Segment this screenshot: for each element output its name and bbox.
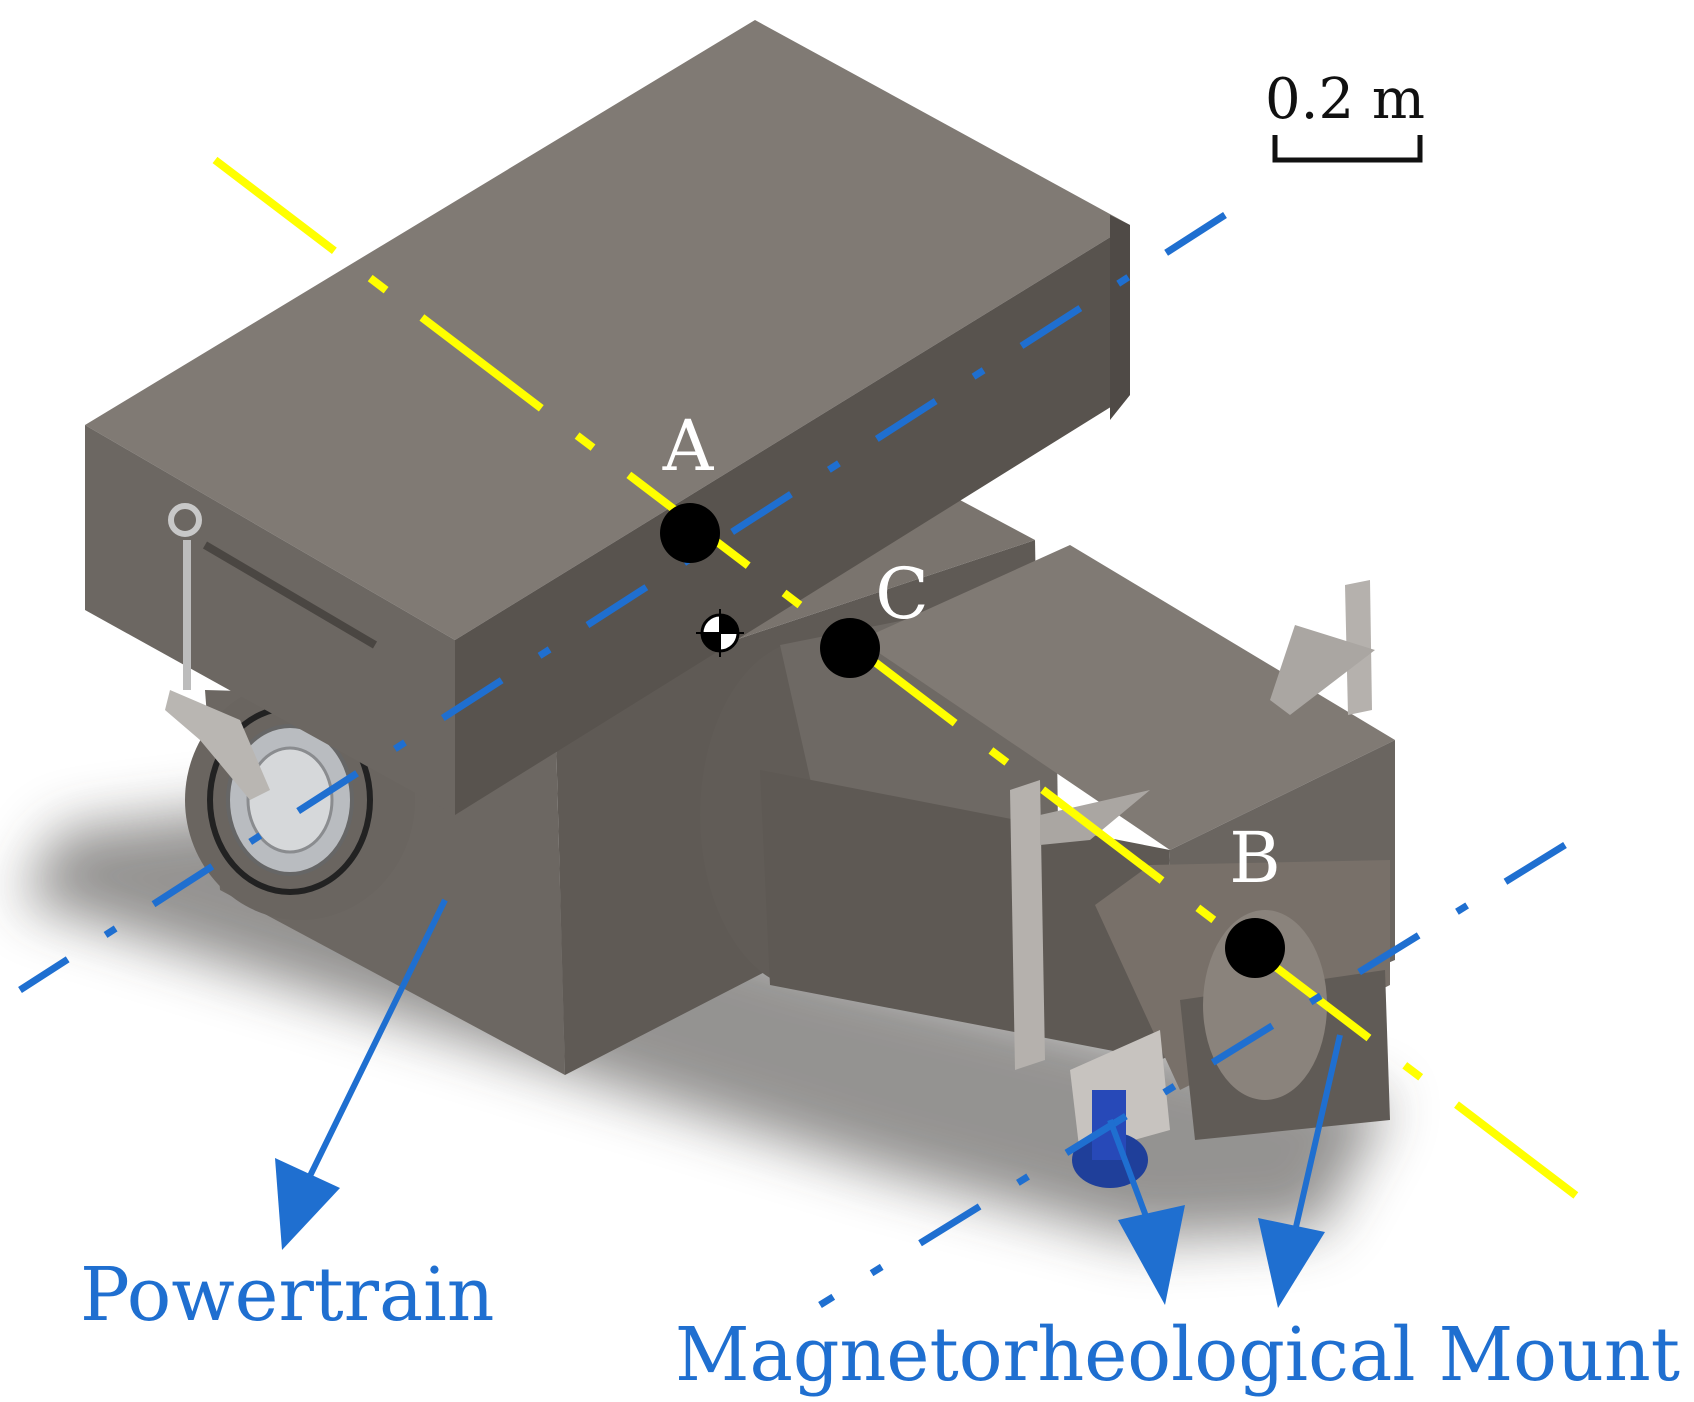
- top-box-side: [455, 225, 1130, 815]
- front-groove: [202, 541, 378, 649]
- mount-arrow-right: [1258, 1034, 1343, 1308]
- top-box-top: [85, 20, 1130, 640]
- scale-bar: 0.2 m: [1265, 67, 1425, 163]
- bearing-hub: [246, 746, 334, 854]
- point-b-label: B: [1229, 817, 1280, 899]
- bracket-arm-left: [1040, 790, 1150, 845]
- point-a-marker: [660, 503, 720, 563]
- point-c-label: C: [875, 553, 929, 635]
- motor-box-top: [860, 545, 1395, 850]
- mount-arrow-left: [1107, 1118, 1185, 1305]
- motor-housing: [700, 545, 1395, 1188]
- mount-label: Magnetorheological Mount: [675, 1312, 1680, 1398]
- scale-bar-line: [1272, 135, 1423, 163]
- motor-box-front: [760, 770, 1170, 1060]
- point-b-marker: [1225, 918, 1285, 978]
- lifting-eye-left: [168, 503, 202, 537]
- blue-axis-line-b: [818, 842, 1567, 1308]
- point-a-label: A: [662, 405, 715, 487]
- bracket-left: [1010, 780, 1045, 1070]
- powertrain-label: Powertrain: [80, 1252, 494, 1338]
- scale-bar-label: 0.2 m: [1265, 67, 1425, 132]
- hanger-bracket-left: [165, 690, 270, 800]
- bracket-arm-right: [1270, 625, 1375, 715]
- point-c-marker: [820, 618, 880, 678]
- center-of-gravity-icon: [696, 609, 744, 657]
- top-box-bevel: [1110, 215, 1130, 420]
- powertrain-arrow: [275, 898, 448, 1250]
- blue-axis-line-a: [18, 212, 1227, 993]
- hanger-rod-left: [183, 540, 191, 690]
- top-box-front: [85, 425, 455, 815]
- yellow-axis-line: [212, 156, 1598, 1214]
